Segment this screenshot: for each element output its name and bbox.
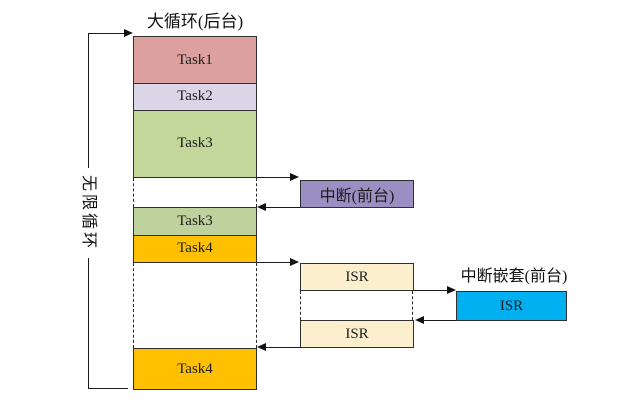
task-box-task3: Task3 — [133, 109, 257, 178]
infinite-loop-label: 无限循环 — [78, 168, 98, 258]
gap1-left-dashed-edge — [133, 178, 134, 207]
arrow-task4-to-isr-line — [257, 262, 291, 263]
gap2-right-dashed-edge — [255, 263, 257, 348]
arrow-task4-to-isr-head-icon — [290, 258, 299, 266]
isr-box-1: ISR — [300, 263, 414, 291]
task-label: Task4 — [177, 360, 213, 377]
task-label: Task3 — [177, 135, 213, 152]
isr-gap-right-dashed-edge — [412, 291, 413, 320]
isr-label: ISR — [345, 325, 369, 342]
interrupt-label: 中断(前台) — [319, 188, 395, 205]
arrow-interrupt-return-line — [266, 207, 300, 208]
task-label: Task4 — [177, 240, 213, 257]
interrupt-box: 中断(前台) — [300, 180, 414, 208]
loop-arrowhead-icon — [124, 29, 133, 37]
isr-label: ISR — [499, 297, 524, 314]
nested-interrupt-title: 中断嵌套(前台) — [460, 268, 568, 285]
task-box-task4: Task4 — [133, 234, 257, 263]
gap1-right-dashed-edge — [255, 178, 257, 207]
arrow-task3-to-interrupt-line — [257, 177, 291, 178]
task-box-task2: Task2 — [133, 82, 257, 111]
task-box-task1: Task1 — [133, 36, 257, 84]
task-label: Task2 — [177, 88, 213, 105]
background-loop-title: 大循环(后台) — [146, 12, 244, 31]
arrow-isr-return-head-icon — [257, 343, 266, 351]
task-box-task4-resumed: Task4 — [133, 348, 257, 390]
arrow-task3-to-interrupt-head-icon — [290, 173, 299, 181]
isr-box-2: ISR — [300, 320, 414, 348]
loop-bottom-line — [88, 388, 128, 389]
arrow-nested-return-line — [424, 320, 456, 321]
gap2-left-dashed-edge — [133, 263, 134, 348]
loop-top-line — [88, 33, 124, 34]
arrow-isr-to-nested-line — [414, 290, 447, 291]
task-label: Task3 — [177, 213, 213, 229]
task-box-task3-resumed: Task3 — [133, 207, 257, 236]
isr-gap-left-dashed-edge — [300, 291, 301, 320]
isr-box-nested: ISR — [456, 291, 567, 321]
arrow-isr-to-nested-head-icon — [447, 286, 456, 294]
task-label: Task1 — [177, 51, 213, 68]
arrow-isr-return-line — [266, 347, 300, 348]
arrow-interrupt-return-head-icon — [257, 203, 266, 211]
isr-label: ISR — [345, 268, 369, 285]
arrow-nested-return-head-icon — [415, 316, 424, 324]
